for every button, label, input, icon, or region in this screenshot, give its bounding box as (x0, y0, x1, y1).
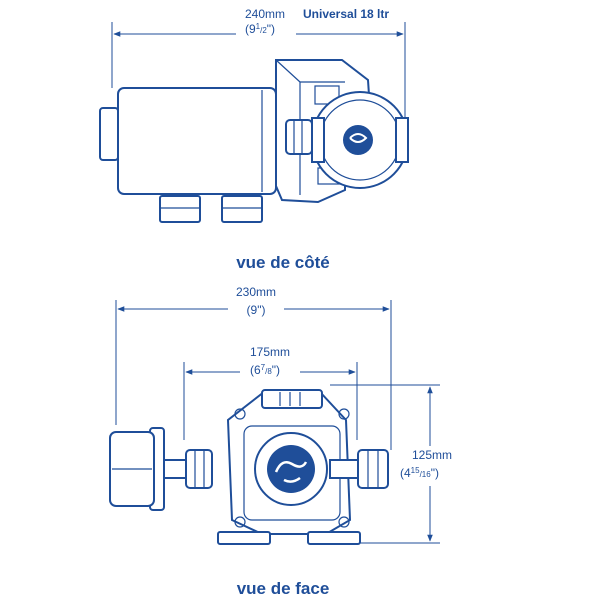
front-foot-right (307, 531, 361, 545)
front-view-caption: vue de face (237, 579, 330, 598)
front-foot-left (217, 531, 271, 545)
mount-foot-right (221, 195, 263, 223)
height-mm: 125mm (412, 448, 452, 462)
model-label: Universal 18 ltr (303, 7, 389, 21)
side-view-caption: vue de côté (236, 253, 330, 272)
front-overall-in: (9") (247, 303, 266, 317)
side-width-mm: 240mm (245, 7, 285, 21)
inlet-fitting (285, 119, 313, 155)
left-port-fitting (185, 449, 213, 489)
side-width-in: (91/2") (245, 22, 275, 36)
side-view: 240mm (91/2") Universal 18 ltr vue de cô… (99, 6, 409, 272)
mount-foot-left (159, 195, 201, 223)
port-in: (67/8") (250, 363, 280, 377)
front-view: 230mm (9") 175mm (67/8") 125mm (415/16") (109, 284, 462, 598)
port-mm: 175mm (250, 345, 290, 359)
motor-body (117, 87, 277, 195)
brand-logo-icon (343, 125, 373, 155)
front-overall-mm: 230mm (236, 285, 276, 299)
front-logo-icon (267, 445, 315, 493)
motor-endcap (99, 107, 119, 161)
height-in: (415/16") (400, 466, 439, 480)
right-port-fitting (357, 449, 389, 489)
side-dim-label-bg (236, 6, 296, 40)
